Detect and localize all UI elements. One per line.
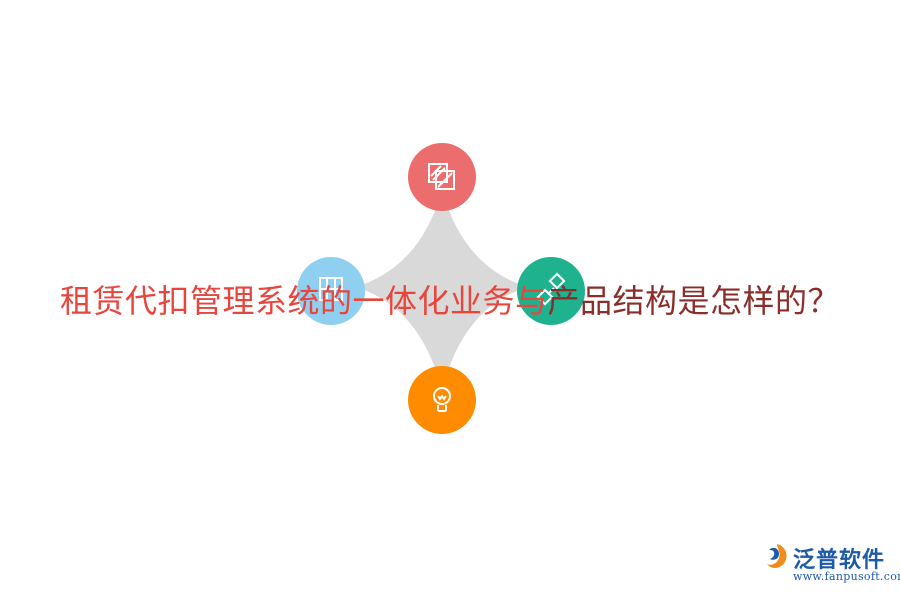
top-node: [408, 143, 476, 211]
grid-icon: [319, 277, 343, 301]
title-part-1: 租赁代扣管理系统的一体化业务与: [59, 282, 548, 320]
bottom-node: [408, 366, 476, 434]
layers-icon: [428, 163, 455, 190]
page-title: 租赁代扣管理系统的一体化业务与产品结构是怎样的？: [0, 276, 900, 322]
brand-url: www.fanpusoft.com: [793, 570, 900, 583]
brand-name: 泛普软件: [793, 548, 886, 573]
right-node: [517, 257, 585, 325]
brand-logo: 泛普软件 www.fanpusoft.com: [763, 540, 900, 586]
left-node: [297, 257, 365, 325]
lightbulb-icon: [433, 387, 451, 412]
link-icon: [536, 272, 566, 306]
title-part-2: 产品结构是怎样的？: [547, 282, 841, 320]
star-shape: [355, 190, 528, 390]
brand-mark-icon: [767, 544, 787, 568]
